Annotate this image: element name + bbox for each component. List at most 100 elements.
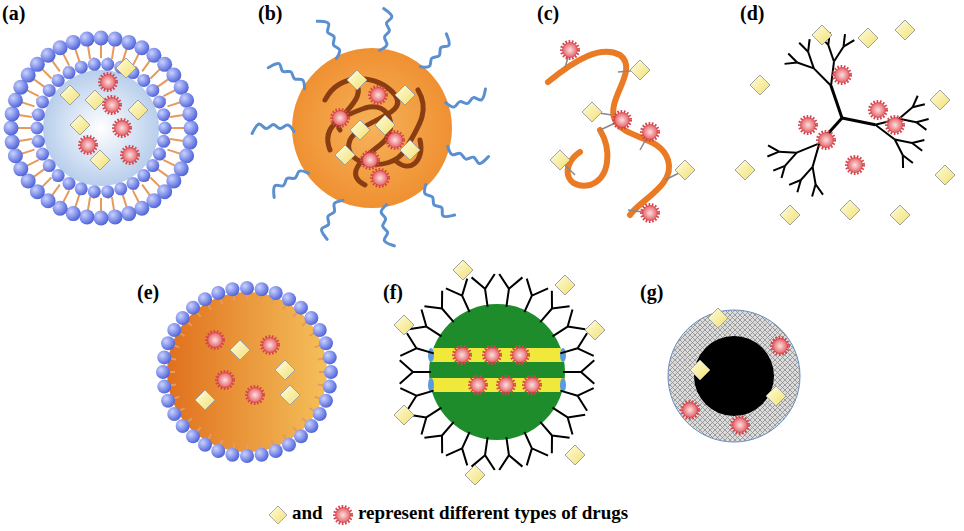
lipid-head — [211, 444, 225, 458]
lipid-head — [157, 135, 170, 148]
peg-chain — [321, 200, 342, 239]
drug-red — [772, 338, 789, 355]
lipid-head — [157, 108, 170, 121]
lipid-head — [186, 301, 200, 315]
lipid-head — [121, 35, 136, 50]
surface-ligand — [499, 437, 522, 470]
lipid-head — [5, 135, 20, 150]
drug-red — [454, 347, 471, 364]
surface-ligand — [524, 279, 548, 312]
lipid-head — [66, 206, 81, 221]
lipid-head — [32, 135, 45, 148]
drug-red — [80, 137, 97, 154]
drug-red — [104, 97, 121, 114]
dendron — [813, 143, 820, 167]
lipid-head — [94, 31, 109, 46]
dendron — [808, 52, 814, 69]
lipid-head — [153, 95, 166, 108]
panel-label: (f) — [383, 281, 403, 303]
lipid-head — [159, 122, 172, 135]
drug-red — [332, 110, 349, 127]
drug-diamond — [858, 28, 878, 48]
drug-diamond — [585, 320, 605, 340]
dendron — [814, 68, 831, 85]
surface-ligand — [446, 279, 470, 312]
liposome — [3, 30, 199, 226]
drug-red — [114, 120, 131, 137]
drug-red — [732, 417, 749, 434]
lipid-head — [153, 148, 166, 161]
lipid-head — [137, 169, 150, 182]
lipid-head — [63, 177, 76, 190]
lipid-head — [182, 135, 197, 150]
peg-chain — [424, 185, 454, 217]
drug-diamond — [890, 205, 910, 225]
lipid-head — [294, 301, 308, 315]
peg-chain — [317, 21, 339, 58]
dendron — [828, 45, 834, 62]
lipid-head — [240, 449, 254, 463]
drug-diamond — [465, 465, 485, 485]
peg-chain — [420, 34, 449, 67]
lipid-head — [8, 93, 23, 108]
lipid-head — [174, 80, 189, 95]
drug-diamond — [895, 20, 915, 40]
lipid-head — [31, 122, 44, 135]
drug-diamond — [930, 90, 950, 110]
drug-diamond — [630, 60, 650, 80]
dendron — [899, 107, 912, 118]
surface-ligand — [424, 291, 453, 322]
lipid-head — [167, 323, 181, 337]
lipid-head — [43, 159, 56, 172]
drug-red — [247, 387, 264, 404]
polymer-drug-conjugate — [548, 50, 685, 215]
lipid-head — [79, 32, 94, 47]
drug-red — [562, 42, 579, 59]
lipid-head — [176, 419, 190, 433]
lipid-head — [157, 380, 171, 394]
drug-red — [372, 170, 389, 187]
lipid-head — [13, 161, 28, 176]
drug-red — [512, 347, 529, 364]
lipid-head — [94, 211, 109, 226]
lipid-head — [52, 74, 65, 87]
lipid-head — [323, 350, 337, 364]
dendron — [842, 118, 875, 125]
dendron — [768, 145, 779, 151]
lipid-head — [114, 182, 127, 195]
lipid-head — [32, 108, 45, 121]
drug-diamond — [812, 25, 832, 45]
dendron — [767, 152, 779, 157]
lipid-head — [156, 365, 170, 379]
legend-red-drug — [335, 507, 352, 524]
dendron — [813, 167, 816, 184]
dendron — [785, 153, 797, 166]
lipid-head — [255, 448, 269, 462]
lipid-head — [43, 84, 56, 97]
drug-red — [870, 102, 887, 119]
surface-ligand — [540, 422, 569, 453]
lipid-head — [179, 93, 194, 108]
drug-red — [217, 372, 234, 389]
surface-ligand — [424, 422, 453, 453]
dendron — [789, 180, 801, 185]
lipid-head — [79, 209, 94, 224]
surface-ligand — [409, 310, 442, 337]
lipid-head — [137, 74, 150, 87]
surface-ligand — [409, 408, 442, 435]
drug-red — [370, 87, 387, 104]
lipid-head — [198, 438, 212, 452]
drug-red — [484, 347, 501, 364]
lipid-head — [198, 292, 212, 306]
drug-red — [642, 124, 659, 141]
lipid-head — [36, 95, 49, 108]
lipid-head — [146, 84, 159, 97]
drug-diamond — [128, 100, 148, 120]
drug-diamond — [195, 390, 215, 410]
drug-red — [470, 377, 487, 394]
lipid-head — [313, 323, 327, 337]
drug-diamond — [766, 386, 786, 406]
lipid-head — [134, 201, 149, 216]
drug-red — [362, 152, 379, 169]
lipid-head — [161, 394, 175, 408]
